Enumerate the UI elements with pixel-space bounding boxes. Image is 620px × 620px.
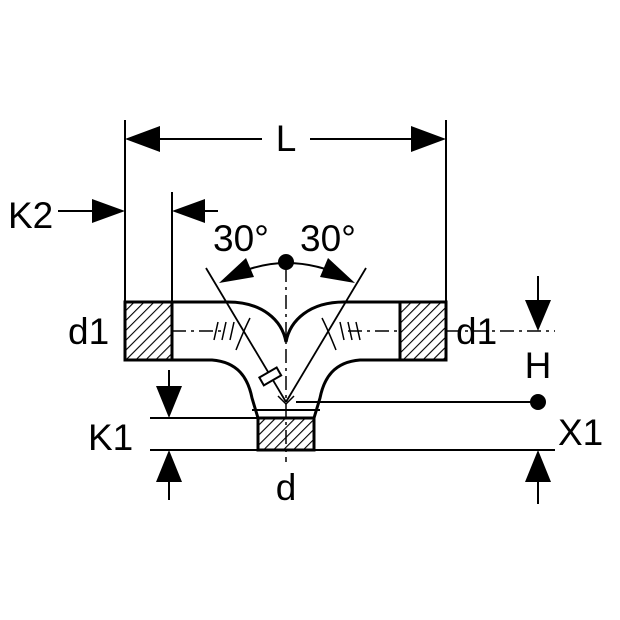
label-x1: X1 [558, 412, 603, 453]
label-k1: K1 [88, 417, 133, 458]
dimension-k1: K1 X1 [88, 370, 603, 504]
arrowhead-x1-bottom [525, 450, 551, 482]
wye-fitting-body [123, 300, 448, 452]
label-k2: K2 [8, 195, 53, 236]
label-d1-left: d1 [68, 311, 109, 352]
internal-details [172, 267, 400, 406]
label-l: L [276, 118, 297, 159]
arrowhead-left [125, 126, 160, 152]
bottom-socket [256, 416, 316, 452]
angle-annotation: 30° 30° [213, 218, 356, 283]
x1-reference-dot [530, 394, 546, 410]
arrowhead-k1-top [156, 386, 182, 418]
left-socket [123, 300, 174, 362]
arrowhead-k2-right [172, 199, 205, 223]
label-d: d [276, 467, 297, 508]
label-angle-left: 30° [213, 218, 269, 259]
angle-center-dot [278, 254, 294, 270]
label-angle-right: 30° [300, 218, 356, 259]
arrowhead-h [525, 300, 551, 331]
dimension-k2: K2 [8, 192, 218, 302]
dimension-h: H [296, 276, 555, 410]
arrowhead-k2-left [92, 199, 125, 223]
label-h: H [525, 345, 552, 386]
arrowhead-angle-left [219, 258, 254, 283]
dimension-l: L [124, 110, 447, 302]
label-d1-right: d1 [456, 311, 497, 352]
right-socket [398, 300, 448, 362]
arrowhead-k1-bottom [156, 450, 182, 482]
arrowhead-angle-right [320, 258, 355, 283]
arrowhead-right [411, 126, 446, 152]
